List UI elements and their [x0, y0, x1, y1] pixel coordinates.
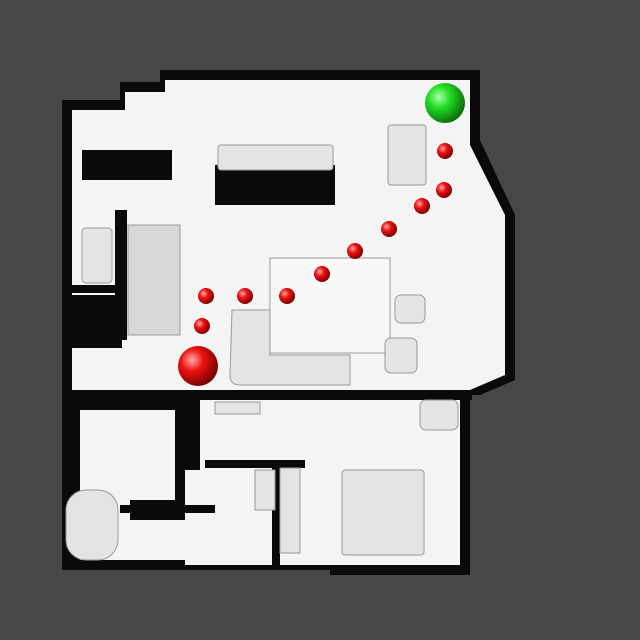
waypoint-marker — [437, 143, 453, 159]
bathroom-fixtures — [81, 227, 113, 284]
kitchen-counter — [217, 144, 334, 171]
armchair — [419, 399, 459, 431]
waypoint-marker — [198, 288, 214, 304]
sectional-sofa — [229, 309, 351, 386]
sink-counter — [279, 467, 301, 554]
waypoint-marker — [347, 243, 363, 259]
furniture — [65, 124, 459, 561]
tv-stand — [214, 401, 261, 415]
waypoint-marker — [436, 182, 452, 198]
armchair — [384, 337, 418, 374]
bathtub — [65, 489, 119, 561]
waypoint-marker — [381, 221, 397, 237]
armchair — [394, 294, 426, 324]
goal-marker — [178, 346, 218, 386]
waypoint-marker — [237, 288, 253, 304]
vanity — [254, 469, 276, 511]
staircase — [127, 224, 181, 336]
interior-walls — [62, 150, 472, 565]
waypoint-marker — [279, 288, 295, 304]
path-waypoints — [194, 143, 453, 334]
waypoint-marker — [194, 318, 210, 334]
dining-table — [387, 124, 427, 186]
waypoint-marker — [314, 266, 330, 282]
bed — [341, 469, 425, 556]
waypoint-marker — [414, 198, 430, 214]
rug — [269, 257, 391, 354]
start-marker — [425, 83, 465, 123]
